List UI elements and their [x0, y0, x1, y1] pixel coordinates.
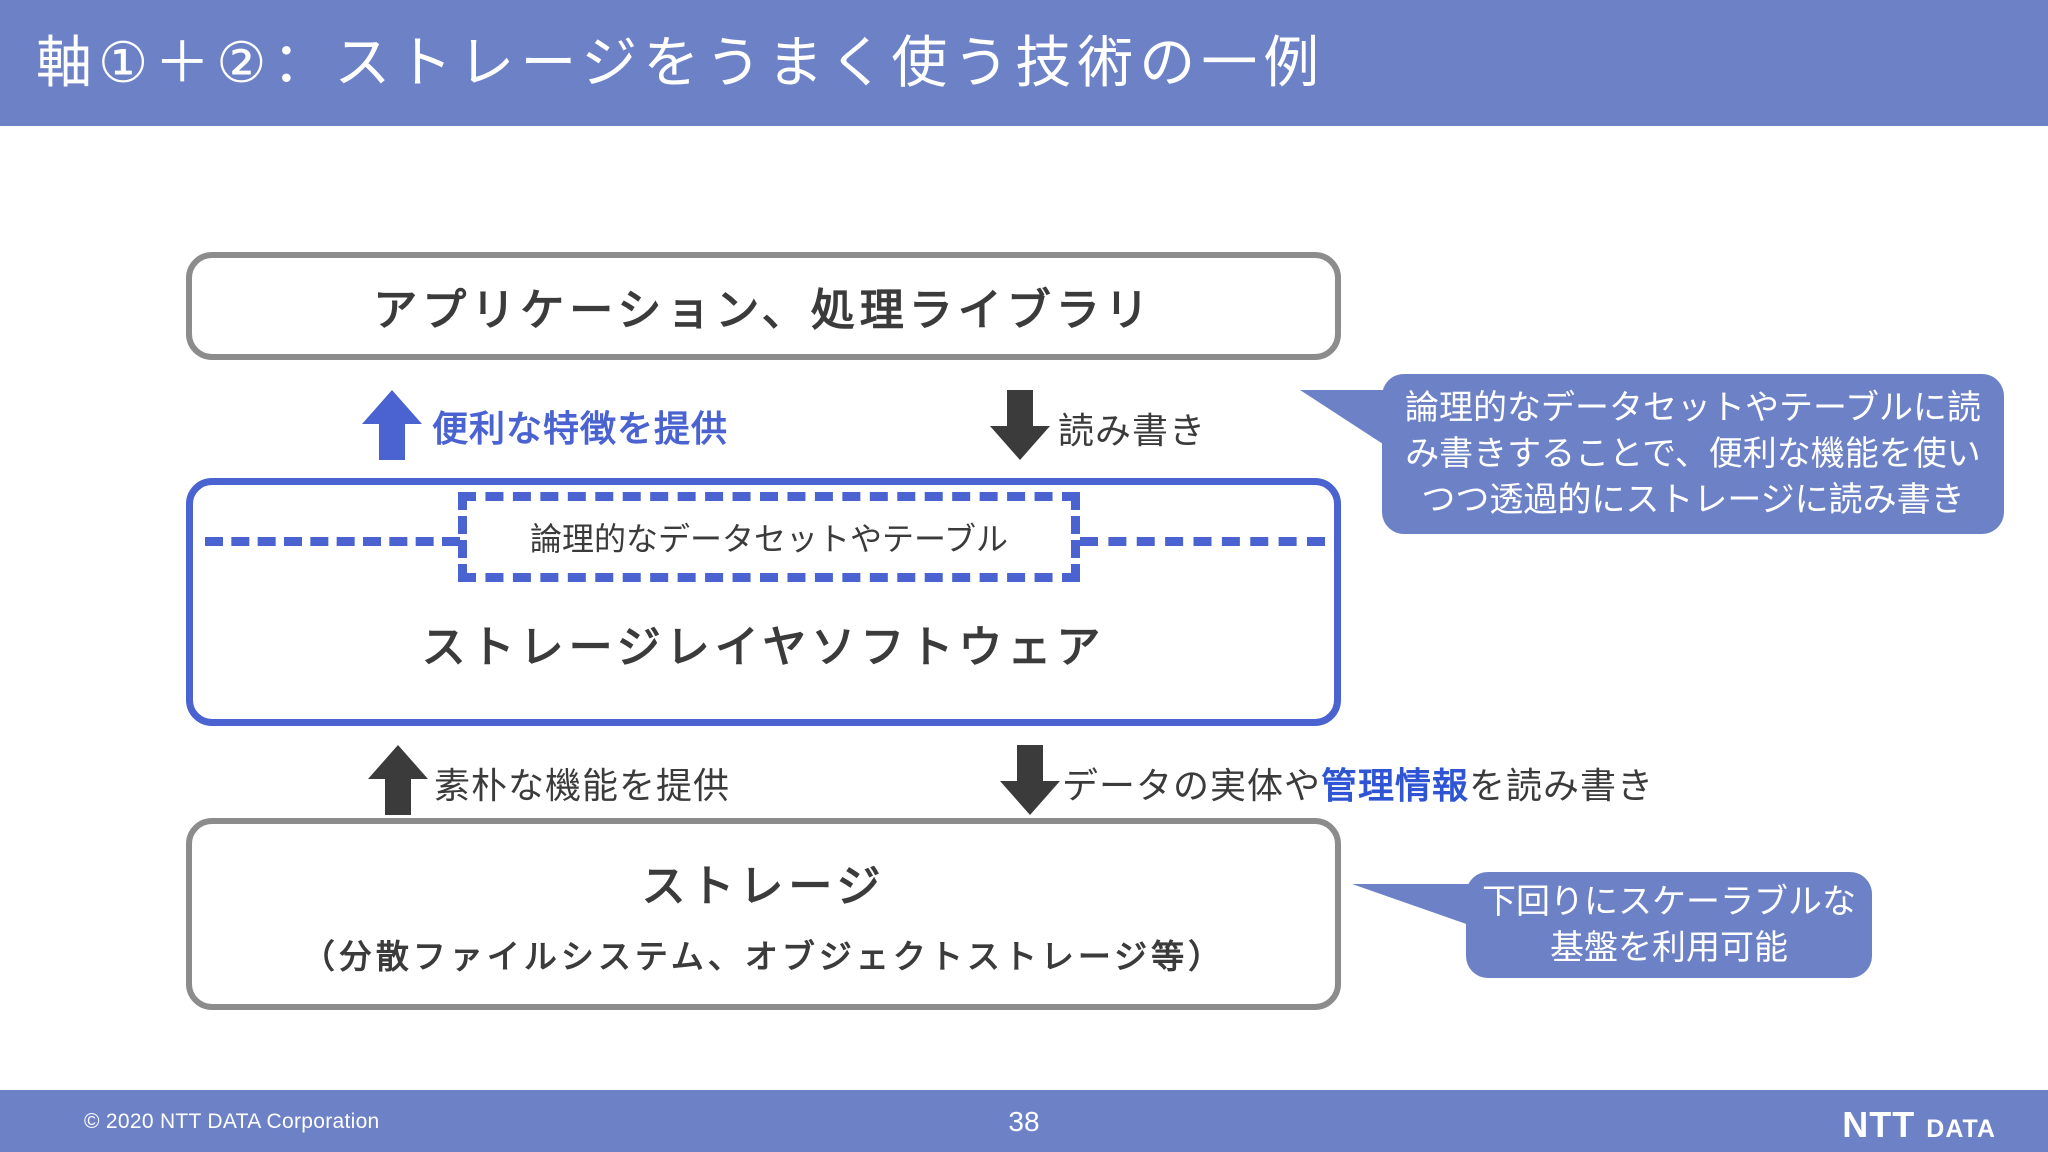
footer-copyright: © 2020 NTT DATA Corporation — [84, 1110, 380, 1133]
arrow-down-data-read-write-icon — [1000, 745, 1060, 815]
arrow-up-simple-features-icon — [368, 745, 428, 815]
page-number: 38 — [1008, 1106, 1040, 1137]
dashed-line-right — [1080, 537, 1325, 546]
callout-top-tail — [1300, 390, 1386, 446]
arrow-head — [990, 426, 1050, 460]
dashed-line-left — [205, 537, 460, 546]
label-provide-convenient-features: 便利な特徴を提供 — [432, 408, 729, 449]
logo-ntt-text: NTT — [1842, 1104, 1916, 1145]
label-read-write-lower-post: を読み書き — [1469, 765, 1655, 806]
header-band — [0, 0, 2048, 126]
logical-dataset-dashed-box: 論理的なデータセットやテーブル — [458, 492, 1080, 582]
label-provide-simple-features: 素朴な機能を提供 — [434, 765, 731, 806]
storage-sublabel: （分散ファイルシステム、オブジェクトストレージ等） — [301, 938, 1226, 975]
callout-logical-dataset: 論理的なデータセットやテーブルに読 み書きすることで、便利な機能を使い つつ透過… — [1382, 374, 2004, 534]
arrow-down-read-write-icon — [990, 390, 1050, 460]
page-title: 軸①＋②：ストレージをうまく使う技術の一例 — [36, 31, 1326, 94]
application-layer-label: アプリケーション、処理ライブラリ — [373, 286, 1154, 335]
arrow-head — [362, 390, 422, 424]
logo-data-text: DaTa — [1926, 1104, 1996, 1145]
arrow-shaft — [1007, 390, 1033, 426]
callout-line: 論理的なデータセットやテーブルに読 — [1405, 389, 1981, 427]
callout-line: 基盤を利用可能 — [1550, 929, 1788, 967]
arrow-up-provide-features-icon — [362, 390, 422, 460]
callout-line: つつ透過的にストレージに読み書き — [1421, 481, 1965, 519]
application-layer-box: アプリケーション、処理ライブラリ — [186, 252, 1341, 360]
arrow-shaft — [379, 424, 405, 460]
arrow-shaft — [1017, 745, 1043, 781]
callout-scalable-base: 下回りにスケーラブルな 基盤を利用可能 — [1466, 872, 1872, 978]
arrow-head — [368, 745, 428, 779]
arrow-head — [1000, 781, 1060, 815]
storage-box: ストレージ （分散ファイルシステム、オブジェクトストレージ等） — [186, 818, 1341, 1010]
callout-bottom-tail — [1352, 884, 1472, 926]
storage-layer-software-label: ストレージレイヤソフトウェア — [421, 623, 1106, 672]
callout-line: み書きすることで、便利な機能を使い — [1405, 435, 1981, 473]
logical-dataset-label: 論理的なデータセットやテーブル — [523, 514, 1015, 560]
label-read-write-lower-pre: データの実体や — [1062, 765, 1322, 806]
label-management-info-accent: 管理情報 — [1321, 765, 1470, 806]
label-read-write-upper: 読み書き — [1058, 410, 1207, 451]
storage-label: ストレージ — [641, 862, 886, 911]
arrow-shaft — [385, 779, 411, 815]
label-read-write-lower: データの実体や管理情報を読み書き — [1062, 757, 1654, 809]
callout-line: 下回りにスケーラブルな — [1482, 883, 1856, 921]
ntt-data-logo: NTT DaTa — [1842, 1104, 1996, 1146]
footer-band — [0, 1090, 2048, 1152]
